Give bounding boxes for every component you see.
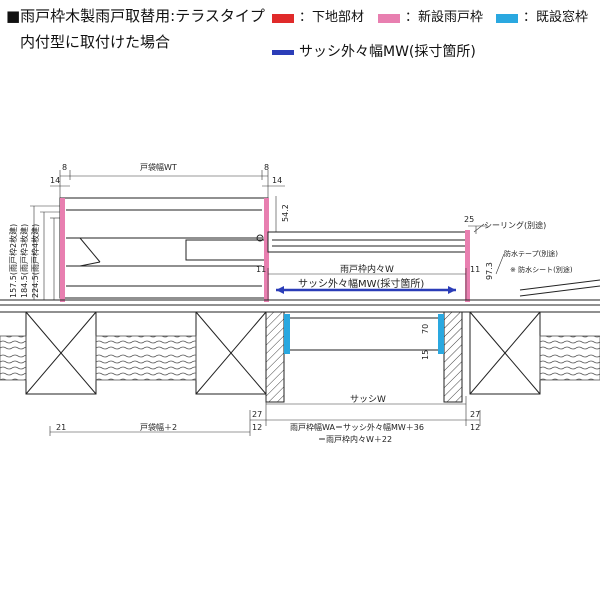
- dim-8-right: 8: [264, 163, 269, 172]
- legend-existing-frame-label: ：既設窓枠: [523, 10, 589, 25]
- insulation: [0, 335, 600, 381]
- page-subtitle: 内付型に取付けた場合: [20, 33, 171, 51]
- dim-54: 54.2: [281, 204, 290, 222]
- dim-27-left: 27: [252, 410, 262, 419]
- legend-base-swatch: [272, 13, 294, 23]
- dim-sash-w: サッシW: [350, 394, 386, 405]
- dim-amado-inner: 雨戸枠内々W: [340, 263, 394, 275]
- left-vertical-dims: [30, 205, 60, 300]
- dim-8-left: 8: [62, 163, 67, 172]
- floor: [0, 279, 600, 313]
- dim-12-right: 12: [470, 423, 480, 432]
- legend-sash-width-swatch: [272, 49, 294, 55]
- legend-new-frame-swatch: [378, 13, 400, 23]
- dim-15: 15: [421, 350, 430, 360]
- sill-right: [443, 311, 463, 403]
- existing-frame-right: [438, 314, 444, 354]
- shutter-box-frame-right: [264, 198, 269, 302]
- dim-27-right: 27: [470, 410, 480, 419]
- dim-tobukuro-wt: 戸袋幅WT: [140, 162, 177, 172]
- bottom-dimensions: [49, 396, 481, 436]
- legend-base: ：下地部材: [272, 10, 364, 26]
- page-title: ■雨戸枠木製雨戸取替用:テラスタイプ: [6, 7, 265, 25]
- vlabel-4: 224.5(雨戸枠4枚建): [30, 224, 40, 298]
- shutter-box-frame-left: [60, 198, 65, 302]
- note-sheet: ※ 防水シート(別途): [510, 265, 573, 274]
- dim-wa-formula: 雨戸枠幅WA＝サッシ外々幅MW＋36: [290, 422, 424, 432]
- legend-existing-frame-swatch: [496, 13, 518, 23]
- dim-sash-mw: サッシ外々幅MW(採寸箇所): [298, 277, 424, 290]
- top-dimensions: [50, 170, 488, 240]
- dim-wa-formula-2: ＝雨戸枠内々W＋22: [318, 434, 392, 444]
- vlabel-3: 184.5(雨戸枠3枚建): [19, 224, 29, 298]
- legend-sash-width-label: サッシ外々幅MW(採寸箇所): [299, 44, 476, 60]
- legend-new-frame-label: ：新設雨戸枠: [405, 10, 484, 25]
- right-frame-new: [465, 230, 470, 302]
- dim-14-left: 14: [50, 176, 60, 185]
- dim-11-right: 11: [470, 265, 480, 274]
- shutter-box: [59, 197, 269, 299]
- dim-97: 97.3: [485, 262, 494, 280]
- dim-25: 25: [464, 215, 474, 224]
- sill-left: [265, 311, 285, 403]
- legend-base-label: ：下地部材: [299, 10, 365, 25]
- dim-11-left: 11: [256, 265, 266, 274]
- legend-new-frame: ：新設雨戸枠: [378, 10, 483, 26]
- sash-mw-arrow-left: [276, 286, 284, 294]
- sash-mw-arrow-right: [448, 286, 456, 294]
- legend-sash-width: サッシ外々幅MW(採寸箇所): [272, 44, 476, 60]
- existing-frame-left: [284, 314, 290, 354]
- legend-existing-frame: ：既設窓枠: [496, 10, 588, 26]
- dim-12-left: 12: [252, 423, 262, 432]
- shutter-panels: [267, 231, 469, 253]
- dim-14-right: 14: [272, 176, 282, 185]
- note-sealing: シーリング(別途): [484, 220, 546, 230]
- dim-21: 21: [56, 423, 66, 432]
- dim-tobukuro-plus2: 戸袋幅＋2: [140, 422, 177, 432]
- dim-70: 70: [421, 324, 430, 334]
- vlabel-2: 157.5(雨戸枠2枚建): [8, 224, 18, 298]
- sash-body: [290, 317, 438, 351]
- note-tape: 防水テープ(別途): [504, 249, 558, 258]
